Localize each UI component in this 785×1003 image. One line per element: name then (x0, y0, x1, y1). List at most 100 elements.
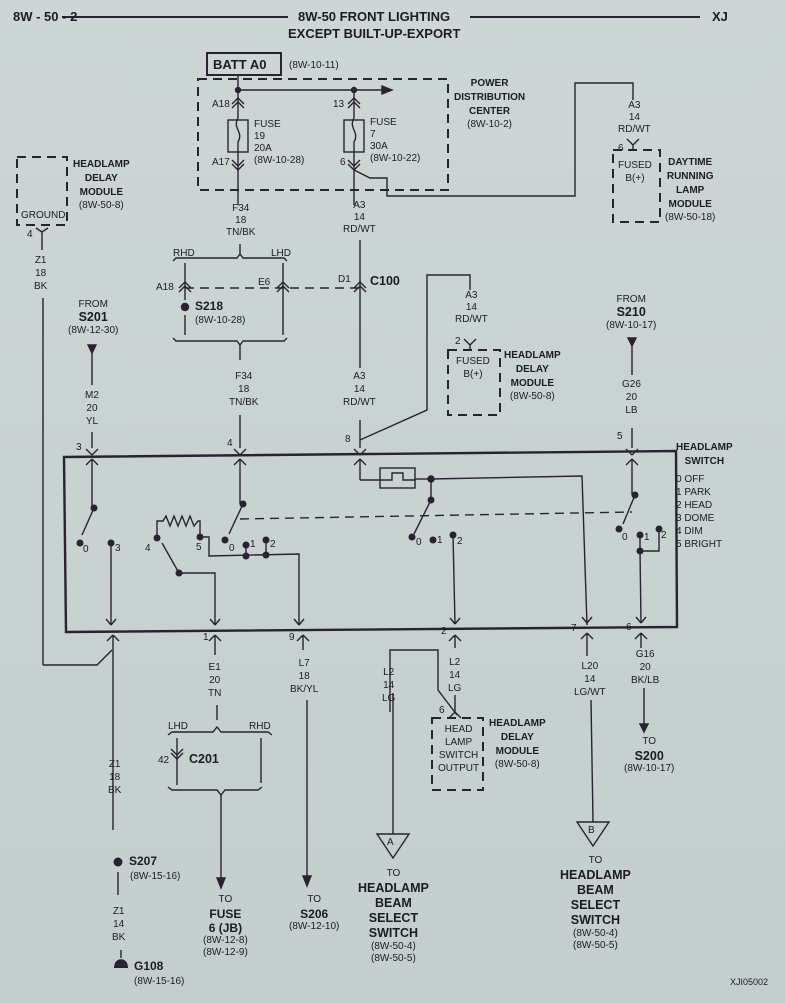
wire-gauge: 20 (86, 403, 98, 414)
dest-ref: (8W-50-5) (371, 953, 416, 964)
wire-gauge: 18 (109, 772, 121, 783)
drl-wire-label: A3 14 RD/WT (618, 100, 651, 136)
switch-name-line: HEADLAMP (676, 442, 733, 453)
s207-ref: (8W-15-16) (130, 871, 181, 882)
position-item: 2 HEAD (676, 500, 713, 511)
contact-label: 1 (250, 539, 256, 550)
inside-line: LAMP (444, 737, 473, 748)
l7-wire-label: L7 18 BK/YL (290, 657, 318, 696)
inside-line: FUSED (456, 356, 490, 367)
fuse19-line: 20A (254, 143, 272, 154)
headlamp-switch-box (62, 449, 679, 634)
wire-circuit: F34 (232, 203, 250, 214)
contact-label: 3 (115, 543, 121, 554)
drl-inside-line: B(+) (625, 173, 645, 184)
drl-name-line: LAMP (676, 185, 705, 196)
g108-label: G108 (134, 959, 164, 973)
delay-module-fused-label: HEADLAMP DELAY MODULE (8W-50-8) (504, 349, 561, 403)
delay-name-line: MODULE (510, 378, 554, 389)
fuse7-line: (8W-10-22) (370, 153, 421, 164)
f34-bottom-label: F34 18 TN/BK (229, 370, 258, 409)
wire-circuit: A3 (353, 200, 366, 211)
z1-wire-mid: Z1 18 BK (108, 758, 121, 797)
delay-name-line: HEADLAMP (504, 350, 561, 361)
dest-line: HEADLAMP (560, 868, 631, 882)
wire-gauge: 14 (353, 212, 365, 223)
batt-box (206, 52, 282, 76)
contact-label: 1 (644, 532, 650, 543)
wire-color: TN/BK (226, 227, 256, 238)
pdc-label: POWER DISTRIBUTION CENTER (8W-10-2) (454, 77, 525, 131)
inside-line: B(+) (463, 369, 483, 380)
inside-line: HEAD (444, 724, 473, 735)
a3-bottom-label: A3 14 RD/WT (343, 370, 376, 409)
batt-ref: (8W-10-11) (289, 60, 339, 71)
figure-id: XJI05002 (730, 977, 769, 987)
fuse7-line: FUSE (370, 117, 397, 128)
dest-ref: (8W-12-10) (289, 921, 340, 932)
wire-circuit: Z1 (34, 255, 47, 266)
pdc-box (197, 78, 449, 191)
wire-color: LG (382, 693, 396, 704)
fuse19-pin-in: A18 (212, 99, 230, 110)
s218-splice-dot (180, 302, 190, 312)
wire-gauge: 14 (449, 670, 461, 681)
f34-top-label: F34 18 TN/BK (226, 203, 255, 239)
delay-output-pin: 6 (439, 705, 445, 716)
wire-circuit: L2 (383, 667, 395, 678)
z1-wire-top: Z1 18 BK (34, 254, 47, 293)
g26-wire-label: G26 20 LB (622, 378, 641, 417)
switch-pin-2: 2 (441, 626, 447, 637)
wire-circuit: G26 (622, 379, 641, 390)
delay-module-output-box (431, 717, 484, 791)
contact-label: 5 (196, 542, 202, 553)
from-label: FROM (616, 294, 646, 305)
switch-pin-4: 4 (227, 438, 233, 449)
delay-ground-pin: 4 (27, 229, 33, 240)
delay-fused-wire-label: A3 14 RD/WT (455, 290, 488, 326)
wire-gauge: 18 (238, 384, 250, 395)
inside-line: OUTPUT (438, 763, 480, 774)
wire-gauge: 14 (584, 674, 596, 685)
drl-inside: FUSED B(+) (618, 159, 652, 185)
dest-line: SWITCH (368, 926, 419, 940)
position-item: 0 OFF (676, 474, 705, 485)
position-item: 3 DOME (676, 513, 715, 524)
to-label: TO (307, 894, 322, 905)
contact-label: 2 (270, 539, 276, 550)
wire-circuit: A3 (628, 100, 641, 111)
rhd-label: RHD (173, 248, 195, 259)
contact-label: 0 (622, 532, 628, 543)
drl-inside-line: FUSED (618, 160, 652, 171)
contact-label: 0 (229, 543, 235, 554)
l20-destination: TO HEADLAMP BEAM SELECT SWITCH (8W-50-4)… (560, 853, 631, 952)
inside-line: SWITCH (438, 750, 479, 761)
drl-name-line: DAYTIME (668, 157, 713, 168)
delay-fused-pin: 2 (455, 336, 461, 347)
a18-pin: A18 (156, 282, 174, 293)
to-label: TO (386, 868, 401, 879)
fuse19-line: FUSE (254, 119, 281, 130)
dest-line: SELECT (570, 898, 621, 912)
s201-from: FROM S201 (8W-12-30) (68, 298, 118, 337)
delay-name-line: MODULE (79, 187, 123, 198)
wire-color: LG (448, 683, 462, 694)
position-item: 4 DIM (676, 526, 703, 537)
wire-gauge: 14 (113, 919, 125, 930)
delay-name-line: DELAY (84, 173, 118, 184)
dest-ref: (8W-12-8) (203, 935, 248, 946)
wire-color: BK/LB (631, 675, 660, 686)
drl-module-box (612, 149, 661, 223)
l2-destination: TO HEADLAMP BEAM SELECT SWITCH (8W-50-4)… (358, 866, 429, 965)
pdc-name-line: CENTER (468, 106, 511, 117)
c201-pin: 42 (158, 755, 170, 766)
wire-color: RD/WT (343, 397, 376, 408)
contact-label: 0 (416, 537, 422, 548)
wire-color: LG/WT (574, 687, 606, 698)
g108-ref: (8W-15-16) (134, 976, 185, 987)
dest-ref: (8W-12-9) (203, 947, 248, 958)
wire-color: BK (108, 785, 122, 796)
position-item: 5 BRIGHT (676, 539, 723, 550)
e1-rhd-label: RHD (249, 721, 271, 732)
